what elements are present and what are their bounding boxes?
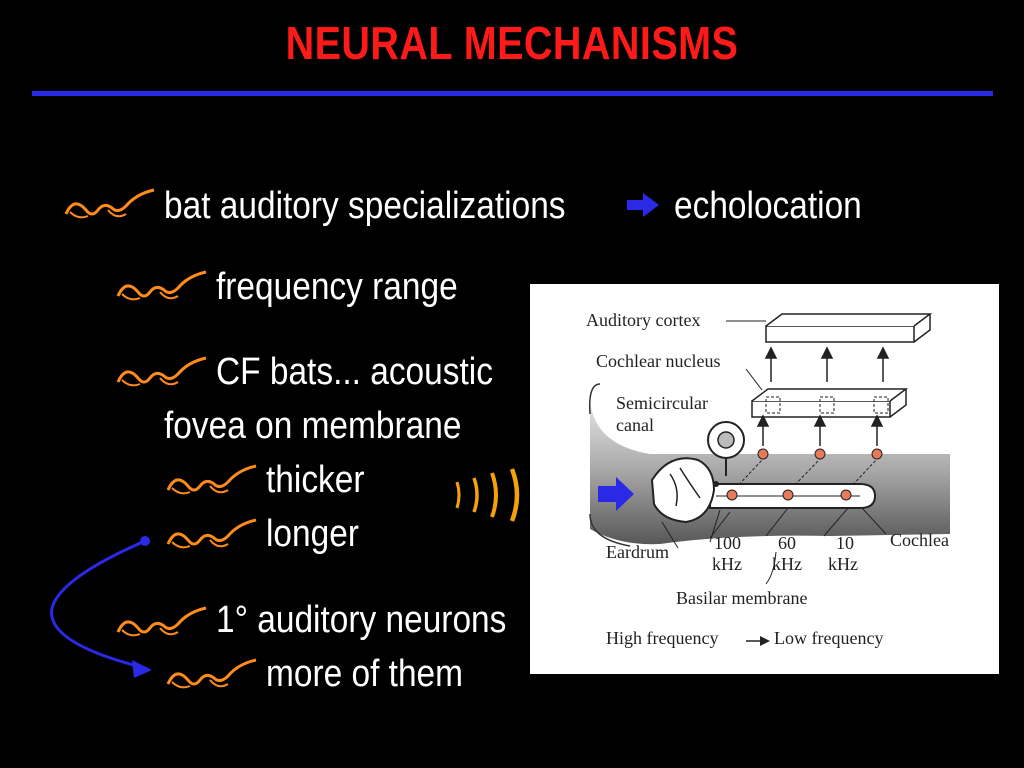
eyeglasses-icon (116, 356, 207, 387)
arrow-right-icon (627, 193, 659, 217)
label-low-frequency: Low frequency (774, 628, 884, 648)
bullet-echolocation: echolocation (674, 185, 862, 227)
bullet-fovea: fovea on membrane (164, 405, 462, 447)
curved-arrow-connector (50, 536, 152, 678)
eyeglasses-icon (116, 606, 207, 637)
label-semicircular: Semicircular (616, 393, 708, 413)
bullet-frequency-range: frequency range (216, 266, 458, 308)
eyeglasses-icon (166, 658, 257, 689)
label-60: 60 (778, 533, 796, 553)
title-divider (32, 91, 993, 96)
label-khz-10: kHz (828, 554, 858, 574)
label-high-frequency: High frequency (606, 628, 719, 648)
eyeglasses-icon (64, 188, 155, 219)
cochlea-diagram: Auditory cortex Cochlear nucleus Semicir… (530, 284, 999, 674)
label-10: 10 (836, 533, 854, 553)
eyeglasses-icon (166, 518, 257, 549)
cochlea-diagram-graphic (588, 313, 950, 646)
label-basilar-membrane: Basilar membrane (676, 588, 808, 608)
label-auditory-cortex: Auditory cortex (586, 310, 701, 330)
label-cochlea: Cochlea (890, 530, 949, 550)
bullet-cf-bats: CF bats... acoustic (216, 351, 493, 393)
label-khz-100: kHz (712, 554, 742, 574)
label-eardrum: Eardrum (606, 542, 669, 562)
bullet-primary-neurons: 1° auditory neurons (216, 599, 507, 641)
bullet-thicker: thicker (266, 459, 365, 501)
label-canal: canal (616, 415, 654, 435)
slide-title: NEURAL MECHANISMS (285, 17, 739, 69)
bullet-more-of-them: more of them (266, 653, 464, 695)
label-khz-60: kHz (772, 554, 802, 574)
bullet-longer: longer (266, 513, 359, 555)
eyeglasses-icon (166, 464, 257, 495)
bullet-bat-auditory: bat auditory specializations (164, 185, 566, 227)
label-100: 100 (714, 533, 741, 553)
eyeglasses-icon (116, 270, 207, 301)
label-cochlear-nucleus: Cochlear nucleus (596, 351, 721, 371)
